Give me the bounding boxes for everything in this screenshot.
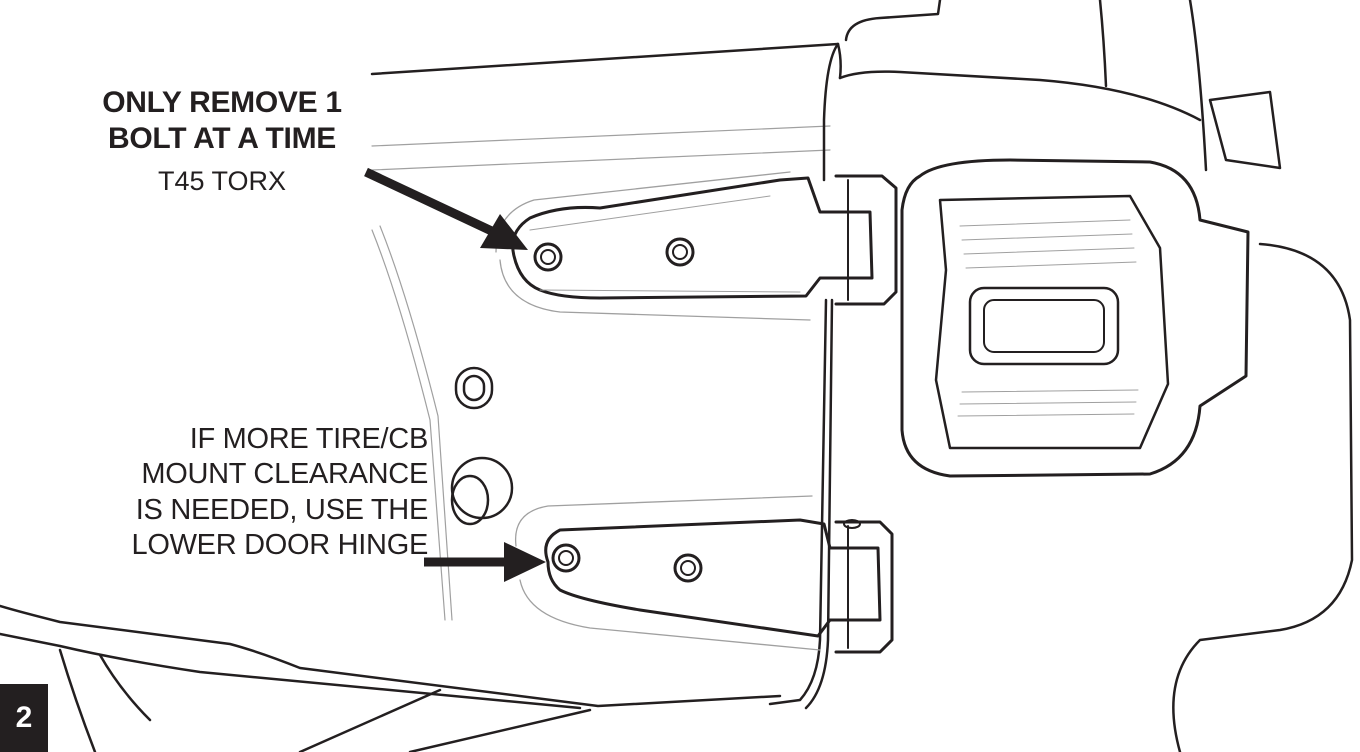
lower-hinge (514, 495, 894, 654)
panel-creases (371, 125, 831, 621)
plugs (450, 366, 514, 526)
callout-line: ONLY REMOVE 1 (102, 86, 342, 119)
door-panel (0, 42, 842, 752)
callout-line: IS NEEDED, USE THE (135, 493, 429, 526)
step-number-badge: 2 (0, 684, 48, 752)
bolt-removal-callout: ONLY REMOVE 1 BOLT AT A TIME T45 TORX (72, 85, 372, 197)
fender (1098, 0, 1354, 752)
upper-hinge (495, 171, 898, 321)
tool-spec: T45 TORX (157, 166, 287, 196)
callout-line: MOUNT CLEARANCE (141, 458, 428, 491)
lower-hinge-callout: IF MORE TIRE/CB MOUNT CLEARANCE IS NEEDE… (48, 422, 429, 564)
arrow-top (364, 167, 528, 250)
tail-light (900, 158, 1250, 478)
callout-line: LOWER DOOR HINGE (131, 529, 429, 562)
door-gap (768, 0, 1202, 710)
arrow-bottom (424, 542, 546, 582)
callout-line: IF MORE TIRE/CB (189, 423, 429, 455)
callout-line: BOLT AT A TIME (108, 122, 336, 155)
